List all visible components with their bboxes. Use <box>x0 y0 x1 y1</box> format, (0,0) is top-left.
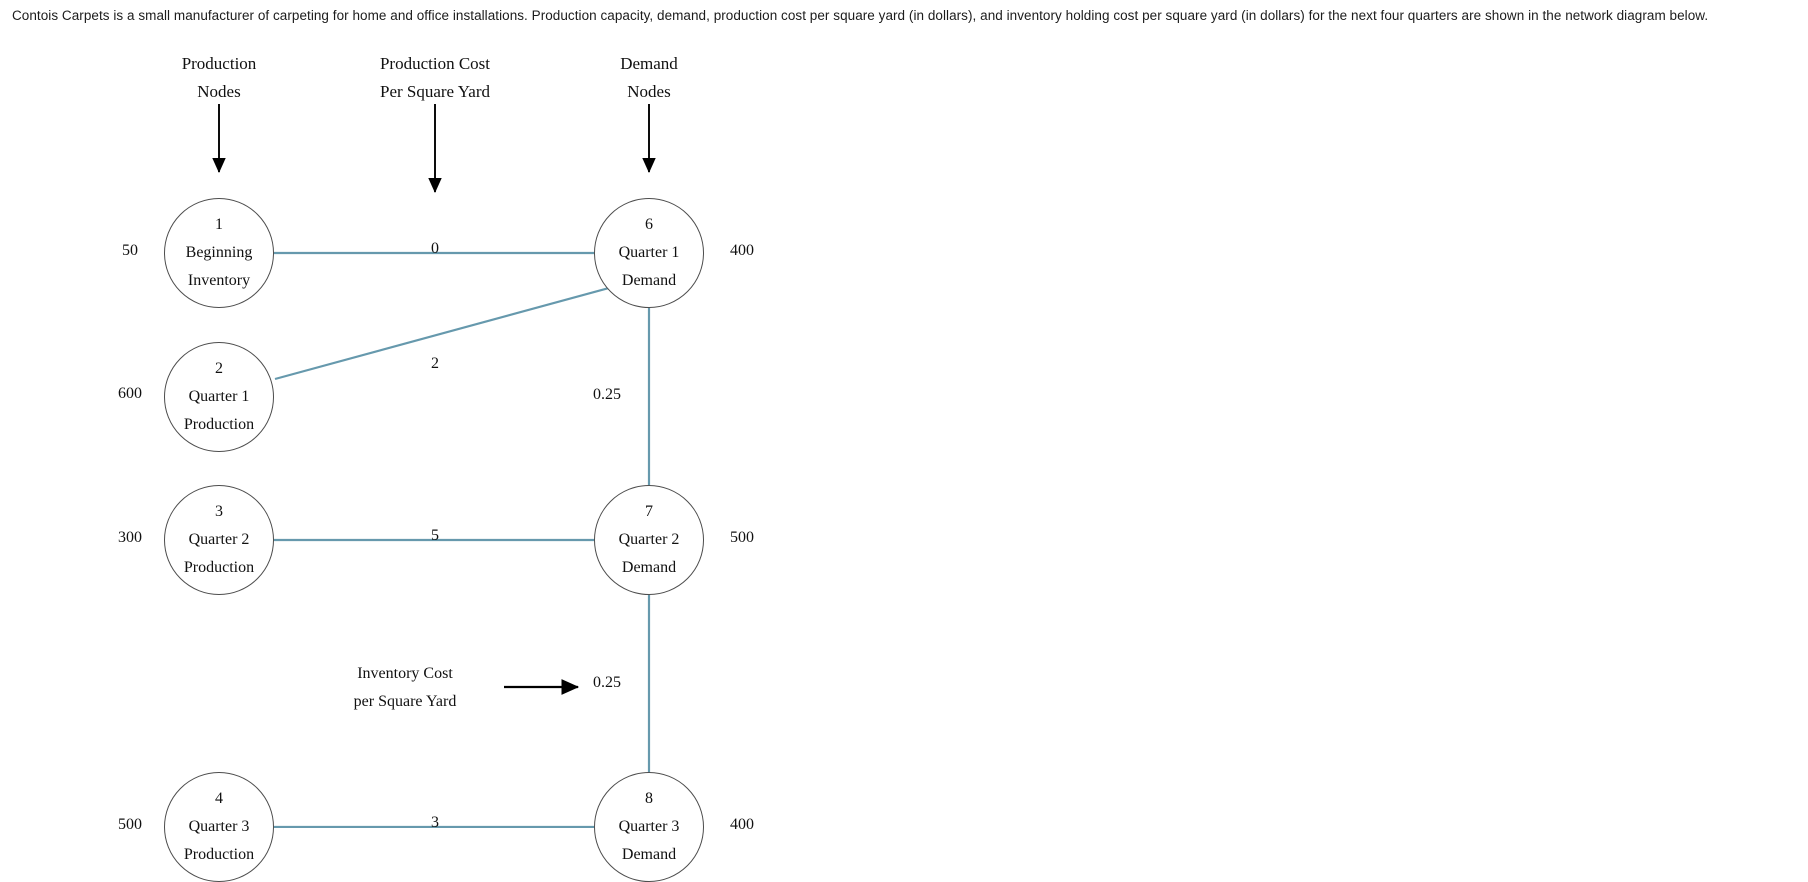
node-2-label-line2: Production <box>183 416 255 433</box>
network-diagram-page: Contois Carpets is a small manufacturer … <box>0 8 1808 882</box>
header-production-cost: Production Cost Per Square Yard <box>379 54 491 101</box>
node-2-id: 2 <box>215 360 223 377</box>
node-8-label-line2: Demand <box>621 846 677 863</box>
node-3-label-line2: Production <box>183 559 255 576</box>
edge-label-7-to-8: 0.25 <box>593 674 621 691</box>
node-7-quarter-2-demand[interactable]: 7 Quarter 2 Demand <box>594 485 704 595</box>
supply-value-node-3: 300 <box>118 529 142 546</box>
edge-label-1-to-6: 0 <box>431 240 439 257</box>
demand-value-node-8: 400 <box>730 816 754 833</box>
node-8-quarter-3-demand[interactable]: 8 Quarter 3 Demand <box>594 772 704 882</box>
node-6-label-line1: Quarter 1 <box>618 244 680 261</box>
demand-value-node-7: 500 <box>730 529 754 546</box>
node-7-label-line2: Demand <box>621 559 677 576</box>
header-demand-nodes: Demand Nodes <box>620 54 678 101</box>
edge-label-3-to-7: 5 <box>431 527 439 544</box>
demand-value-node-6: 400 <box>730 242 754 259</box>
supply-value-node-4: 500 <box>118 816 142 833</box>
edge-label-4-to-8: 3 <box>431 814 439 831</box>
edge-2-to-6[interactable] <box>274 277 643 381</box>
diagram-edges-layer <box>212 104 656 828</box>
edge-label-2-to-6: 2 <box>431 355 439 372</box>
node-4-label-line1: Quarter 3 <box>188 818 250 835</box>
supply-value-node-1: 50 <box>122 242 138 259</box>
node-1-label-line1: Beginning <box>185 244 253 261</box>
node-7-label-line1: Quarter 2 <box>618 531 680 548</box>
inventory-cost-annotation: Inventory Cost per Square Yard <box>353 665 457 710</box>
header-production-nodes: Production Nodes <box>181 54 257 101</box>
node-4-id: 4 <box>215 790 223 807</box>
edge-label-6-to-7: 0.25 <box>593 386 621 403</box>
node-6-id: 6 <box>645 216 653 233</box>
network-diagram: Production Nodes Production Cost Per Squ… <box>0 44 1808 882</box>
node-1-id: 1 <box>215 216 223 233</box>
node-8-id: 8 <box>645 790 653 807</box>
node-4-quarter-3-production[interactable]: 4 Quarter 3 Production <box>164 772 274 882</box>
node-7-id: 7 <box>645 503 653 520</box>
node-8-label-line1: Quarter 3 <box>618 818 680 835</box>
node-2-quarter-1-production[interactable]: 2 Quarter 1 Production <box>164 342 274 452</box>
node-6-label-line2: Demand <box>621 272 677 289</box>
node-3-quarter-2-production[interactable]: 3 Quarter 2 Production <box>164 485 274 595</box>
node-1-beginning-inventory[interactable]: 1 Beginning Inventory <box>164 198 274 308</box>
node-3-label-line1: Quarter 2 <box>188 531 250 548</box>
node-4-label-line2: Production <box>183 846 255 863</box>
node-1-label-line2: Inventory <box>187 272 251 289</box>
supply-value-node-2: 600 <box>118 385 142 402</box>
node-2-label-line1: Quarter 1 <box>188 388 250 405</box>
node-3-id: 3 <box>215 503 223 520</box>
node-6-quarter-1-demand[interactable]: 6 Quarter 1 Demand <box>594 198 704 308</box>
problem-statement: Contois Carpets is a small manufacturer … <box>12 8 1709 23</box>
